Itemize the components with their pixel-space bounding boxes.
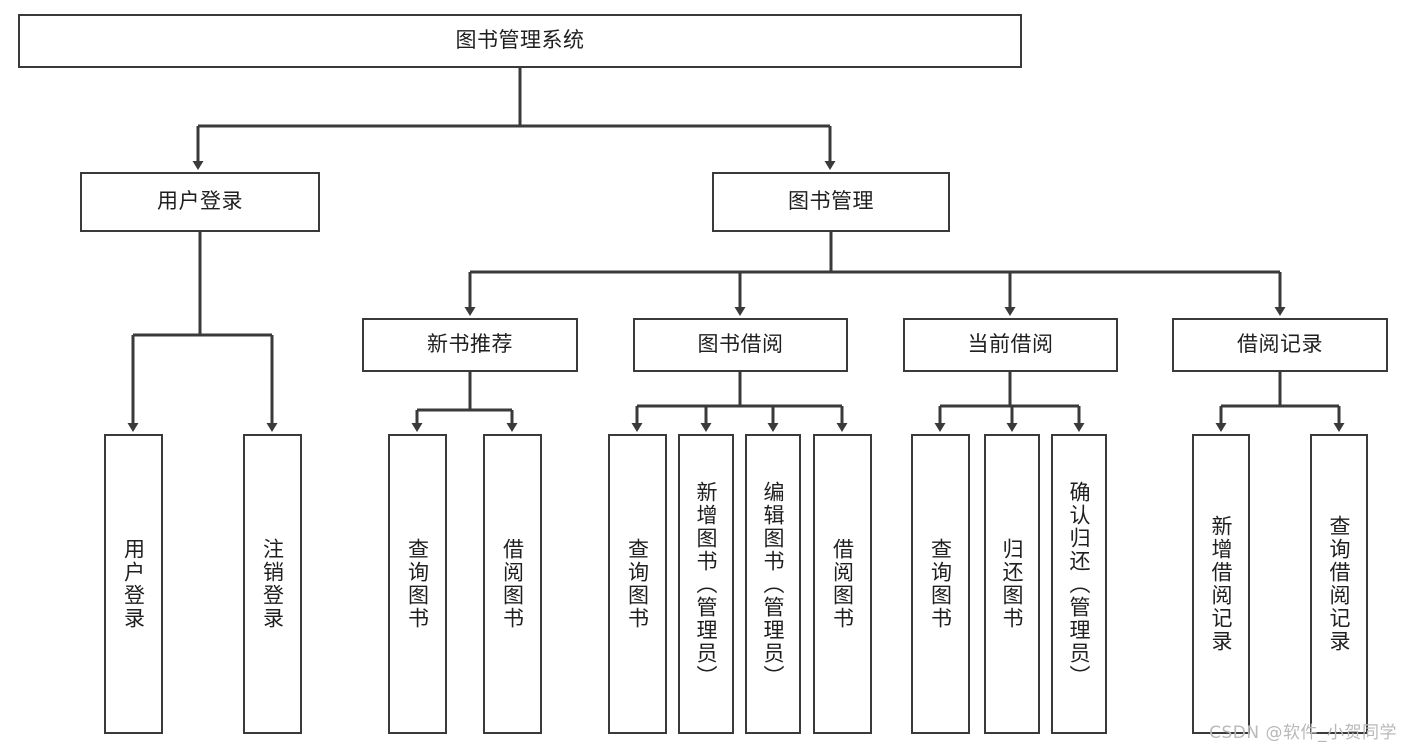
node-book-manage[interactable]: 图书管理 bbox=[712, 172, 950, 232]
node-label: 借阅图书 bbox=[500, 538, 525, 630]
node-root[interactable]: 图书管理系统 bbox=[18, 14, 1022, 68]
watermark-csdn: CSDN @软件_小贺同学 bbox=[1209, 723, 1397, 743]
node-label: 借阅图书 bbox=[830, 538, 855, 630]
node-user-logout[interactable]: 注销登录 bbox=[243, 434, 302, 734]
node-label: 查询借阅记录 bbox=[1327, 515, 1352, 653]
node-label: 归还图书 bbox=[1000, 538, 1025, 630]
node-label: 查询图书 bbox=[625, 538, 650, 630]
node-label: 用户登录 bbox=[121, 538, 146, 630]
node-query-book-3[interactable]: 查询图书 bbox=[911, 434, 970, 734]
node-label: 新增图书（管理员） bbox=[694, 480, 719, 688]
node-label: 新增借阅记录 bbox=[1209, 515, 1234, 653]
node-query-borrow-record[interactable]: 查询借阅记录 bbox=[1310, 434, 1368, 734]
node-edit-book-admin[interactable]: 编辑图书（管理员） bbox=[745, 434, 801, 734]
node-label: 注销登录 bbox=[260, 538, 285, 630]
node-current-borrow[interactable]: 当前借阅 bbox=[903, 318, 1118, 372]
node-new-book-recommend[interactable]: 新书推荐 bbox=[362, 318, 578, 372]
node-query-book-2[interactable]: 查询图书 bbox=[608, 434, 667, 734]
node-label: 编辑图书（管理员） bbox=[761, 480, 786, 688]
node-query-book-1[interactable]: 查询图书 bbox=[388, 434, 447, 734]
node-user-login-do[interactable]: 用户登录 bbox=[104, 434, 163, 734]
node-borrow-book-2[interactable]: 借阅图书 bbox=[813, 434, 872, 734]
node-book-borrow[interactable]: 图书借阅 bbox=[633, 318, 848, 372]
node-add-borrow-record[interactable]: 新增借阅记录 bbox=[1192, 434, 1250, 734]
node-label: 查询图书 bbox=[405, 538, 430, 630]
node-return-book[interactable]: 归还图书 bbox=[984, 434, 1040, 734]
node-confirm-return-admin[interactable]: 确认归还（管理员） bbox=[1051, 434, 1107, 734]
node-add-book-admin[interactable]: 新增图书（管理员） bbox=[678, 434, 734, 734]
node-borrow-book-1[interactable]: 借阅图书 bbox=[483, 434, 542, 734]
node-borrow-record[interactable]: 借阅记录 bbox=[1172, 318, 1388, 372]
node-label: 查询图书 bbox=[928, 538, 953, 630]
node-label: 确认归还（管理员） bbox=[1067, 480, 1092, 688]
node-user-login[interactable]: 用户登录 bbox=[80, 172, 320, 232]
